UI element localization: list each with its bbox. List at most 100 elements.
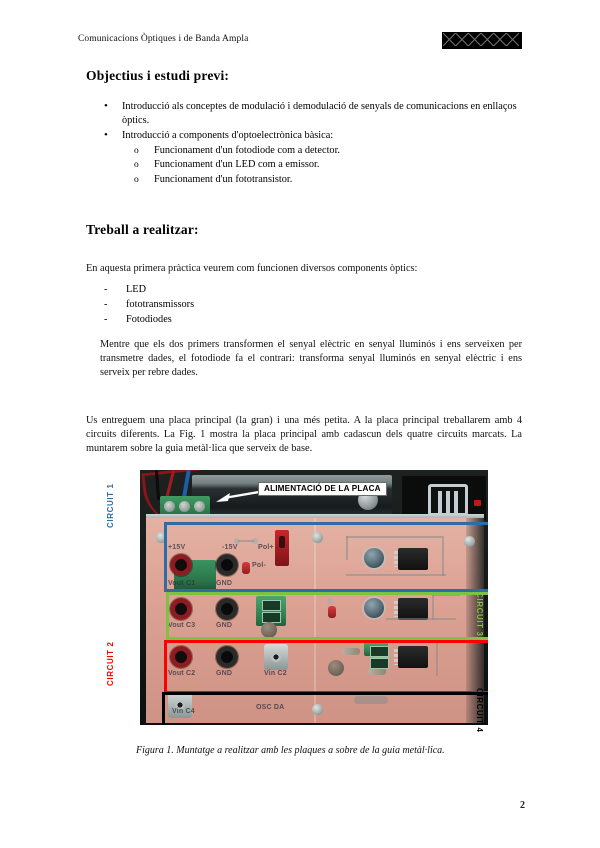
pcb-trace [346,574,446,576]
circuit-label-1: CIRCUIT 1 [106,483,115,528]
board-seam [314,518,316,723]
terminal-screw-icon [164,501,175,512]
silk-vout-c2: Vout C2 [168,670,196,677]
board-right-edge [466,518,484,723]
phototransistor-c3 [364,598,384,618]
pcb-pad [252,538,258,544]
opamp-ic-c3 [394,598,428,620]
paragraph-entregue: Us entreguem una placa principal (la gra… [86,415,522,455]
circuit-box-2 [164,640,488,694]
figure-caption: Figura 1. Muntatge a realitzar amb les p… [136,745,445,756]
metal-rail [146,514,484,520]
mount-screw-icon [156,532,167,543]
objectius-bullet-list: • Introducció als conceptes de modulació… [86,100,526,188]
pcb-trace [346,536,442,538]
silk-vout-c1: Vout C1 [168,580,196,587]
jack-gnd-3 [216,598,238,620]
list-item: o Funcionament d'un fototransistor. [122,173,526,188]
list-item-text: Introducció als conceptes de modulació i… [122,101,517,127]
silk-vin-c2: Vin C2 [264,670,287,677]
list-item: - Fotodiodes [86,312,516,327]
terminal-screw-icon [194,501,205,512]
list-item-text: Funcionament d'un LED com a emissor. [154,159,320,171]
terminal-block-c3 [256,596,286,626]
silk-minus15v: -15V [222,544,238,551]
silk-vin-c4: Vin C4 [172,708,195,715]
list-item: - fototransmissors [86,297,516,312]
rack-connector [428,484,468,516]
list-item-text: fototransmissors [126,299,195,311]
callout-alimentacio: ALIMENTACIÓ DE LA PLACA [258,482,387,496]
bullet-glyph: • [104,129,108,142]
pcb-trace [346,536,348,560]
subbullet-glyph: o [134,160,139,171]
bnc-vin-c2 [264,644,288,670]
photodiode-c1 [364,548,384,568]
heading-treball: Treball a realitzar: [86,222,199,237]
silk-osc-da: OSC DA [256,704,285,711]
pcb-trace [436,640,438,676]
jack-vout-c2 [170,646,192,668]
subbullet-glyph: o [134,174,139,185]
list-item: • Introducció a components d'optoelectrò… [86,129,526,187]
pcb-trace [432,594,460,596]
list-item-text: LED [126,284,147,295]
pcb-trace [432,594,434,620]
subbullet-glyph: o [134,145,139,156]
power-led-icon [474,500,481,506]
silk-gnd-1: GND [216,580,233,587]
dash-glyph: - [104,299,108,311]
list-item: - LED [86,282,516,297]
list-item-text: Introducció a components d'optoelectròni… [122,130,334,142]
circuit-label-4: CIRCUIT 4 [475,688,484,733]
dash-glyph: - [104,284,108,295]
capacitor-c3 [261,622,277,638]
silk-gnd-2: GND [216,670,233,677]
list-item-text: Fotodiodes [126,314,172,326]
resistor-c2 [342,648,360,655]
jack-vout-c3 [170,598,192,620]
list-item: o Funcionament d'un LED com a emissor. [122,158,526,173]
mount-screw-icon [464,536,475,547]
pcb-trace-oval [354,696,388,704]
terminal-block-c2 [364,642,389,669]
board-photograph: +15V -15V Pol+ Pol- Vout C1 GND [140,470,488,725]
components-dash-list: - LED - fototransmissors - Fotodiodes [86,282,516,328]
pcb-trace [386,618,456,620]
list-item-text: Funcionament d'un fotodiode com a detect… [154,144,341,156]
redacted-block-icon [442,32,522,49]
opamp-ic-c1 [394,548,428,570]
pcb-pad [327,598,333,604]
bullet-glyph: • [104,100,108,112]
circuit-box-3 [166,592,488,640]
silk-pol-plus: Pol+ [258,544,274,551]
jack-vout-c1 [170,554,192,576]
page-number: 2 [520,800,525,811]
mount-screw-icon [312,704,323,715]
pcb-pad [234,538,240,544]
circuit-label-2: CIRCUIT 2 [106,641,115,686]
header-title: Comunicacions Òptiques i de Banda Ampla [78,34,249,44]
pcb-trace [442,536,444,576]
resistor-c2b [368,668,386,675]
opamp-ic-c2 [394,646,428,668]
indicator-led [242,562,250,574]
paragraph-intro: En aquesta primera pràctica veurem com f… [86,263,418,274]
jack-gnd-1 [216,554,238,576]
polarity-switch [275,530,289,566]
dash-glyph: - [104,314,108,326]
paragraph-mentre: Mentre que els dos primers transformen e… [100,339,522,379]
circuit-label-3: CIRCUIT 3 [475,592,484,637]
mount-screw-icon [312,532,323,543]
list-item-text: Funcionament d'un fototransistor. [154,173,293,185]
silk-vout-c3: Vout C3 [168,622,196,629]
page-header: Comunicacions Òptiques i de Banda Ampla [78,32,522,54]
jack-gnd-2 [216,646,238,668]
silk-plus15v: +15V [168,544,186,551]
figure-1: +15V -15V Pol+ Pol- Vout C1 GND [106,466,490,733]
capacitor-c2 [328,660,344,676]
terminal-screw-icon [179,501,190,512]
objectius-sub-list: o Funcionament d'un fotodiode com a dete… [122,144,526,188]
pcb-trace [238,540,254,542]
